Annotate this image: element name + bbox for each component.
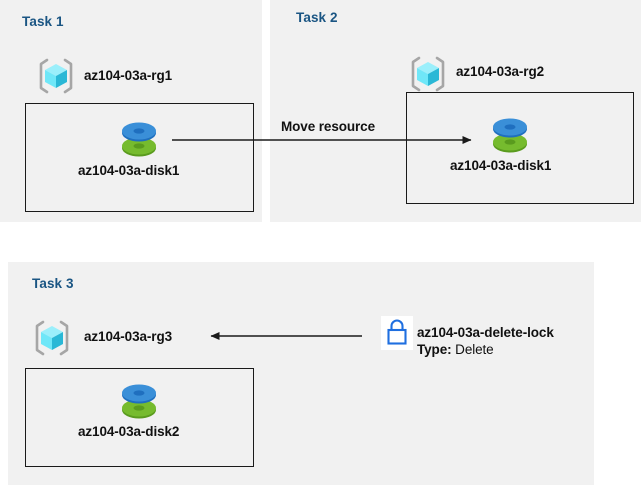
move-resource-label: Move resource [281,119,375,134]
panel-title-task-1: Task 1 [22,14,64,29]
disk-icon [487,112,533,156]
disk-icon [116,116,162,160]
lock-icon [381,316,413,350]
lock-name-label: az104-03a-delete-lock [417,325,554,340]
lock-type-value: Delete [455,342,494,357]
resource-group-icon [32,318,72,358]
resource-group-label: az104-03a-rg2 [456,64,545,79]
disk-label: az104-03a-disk1 [78,163,180,178]
panel-task-3 [8,262,594,485]
disk-label: az104-03a-disk2 [78,424,180,439]
panel-title-task-2: Task 2 [296,10,338,25]
resource-group-label: az104-03a-rg1 [84,68,173,83]
panel-title-task-3: Task 3 [32,276,74,291]
lock-type-key: Type: [417,342,452,357]
disk-icon [116,378,162,422]
resource-group-icon [36,56,76,96]
resource-group-icon [408,54,448,94]
panel-task-2 [270,0,641,222]
resource-container-box [406,92,634,204]
resource-container-box [25,368,254,467]
disk-label: az104-03a-disk1 [450,158,552,173]
resource-container-box [25,103,254,212]
resource-group-label: az104-03a-rg3 [84,329,173,344]
panel-task-1 [0,0,262,222]
lock-type-row: Type: Delete [417,342,494,357]
